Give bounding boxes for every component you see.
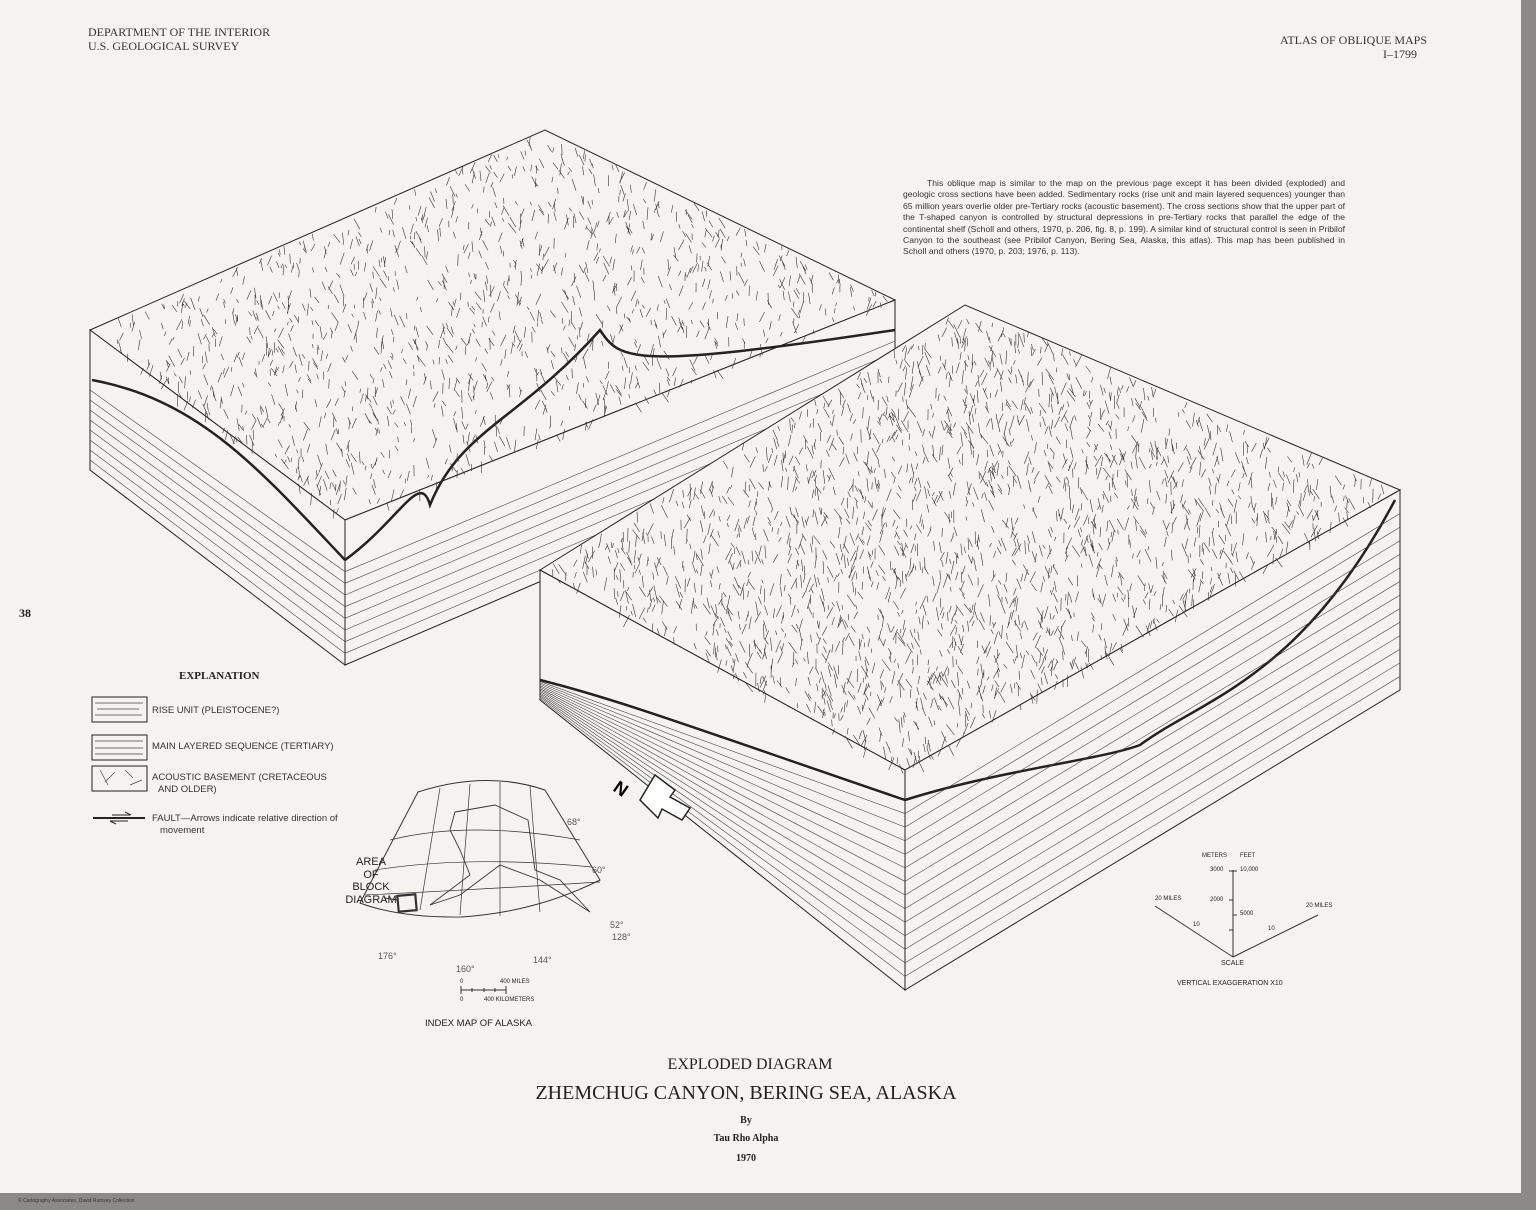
scale-meters-label: METERS — [1202, 853, 1228, 859]
index-map-frame — [359, 780, 601, 918]
byline: By — [740, 1115, 752, 1126]
scale-right-ten: 10 — [1268, 926, 1275, 932]
map-subtitle: EXPLODED DIAGRAM — [667, 1056, 833, 1073]
left-block-diagram — [89, 129, 897, 667]
right-miles-axis — [1232, 914, 1319, 958]
index-scale-km: 400 KILOMETERS — [484, 997, 535, 1003]
terrain-hachures — [117, 136, 888, 519]
legend-main-layered-sequence: MAIN LAYERED SEQUENCE (TERTIARY) — [152, 741, 334, 752]
legend-acoustic-basement: ACOUSTIC BASEMENT (CRETACEOUS — [152, 772, 327, 783]
fault-arrows-icon — [109, 811, 132, 825]
acoustic-basement-swatch — [91, 765, 148, 792]
strata-lines — [904, 513, 1401, 977]
strata-lines — [539, 681, 906, 977]
index-scale-zero-km: 0 — [460, 997, 464, 1003]
area-of-block-diagram-box — [396, 893, 418, 913]
series-number: I–1799 — [1383, 47, 1417, 61]
vertical-exaggeration: VERTICAL EXAGGERATION X10 — [1177, 980, 1283, 987]
series-title: ATLAS OF OBLIQUE MAPS — [1280, 33, 1428, 47]
index-map-graticule — [364, 782, 601, 916]
explanation-swatches — [91, 696, 148, 825]
legend-acoustic-basement-line2: AND OLDER) — [158, 784, 217, 795]
index-scale-zero-miles: 0 — [460, 979, 464, 985]
scale-left-miles: 20 MILES — [1155, 896, 1182, 902]
longitude-160: 160° — [456, 964, 475, 974]
scale-right-miles: 20 MILES — [1306, 903, 1333, 909]
latitude-68: 68° — [567, 817, 581, 827]
scale-label: SCALE — [1221, 960, 1244, 967]
north-arrow-label: N — [610, 777, 632, 801]
index-scale-miles: 400 MILES — [500, 979, 530, 985]
right-block-diagram — [539, 304, 1402, 992]
footer-credit: © Cartography Associates, David Rumsey C… — [18, 1198, 135, 1204]
strata-lines — [89, 389, 346, 654]
legend-fault: FAULT—Arrows indicate relative direction… — [152, 813, 338, 824]
rise-unit-swatch — [91, 696, 148, 723]
latitude-52: 52° — [610, 920, 624, 930]
agency-line-2: U.S. GEOLOGICAL SURVEY — [88, 39, 240, 53]
right-block-seafloor-profile — [539, 499, 1397, 802]
scale-5000: 5000 — [1240, 911, 1254, 917]
map-sheet: DEPARTMENT OF THE INTERIOR U.S. GEOLOGIC… — [0, 0, 1521, 1193]
alaska-outline — [429, 804, 591, 913]
area-leader-line — [383, 897, 399, 901]
latitude-60: 60° — [592, 865, 606, 875]
right-block-side-section — [904, 489, 1401, 991]
legend-fault-line2: movement — [160, 825, 205, 836]
terrain-hachures — [552, 317, 1385, 774]
longitude-144: 144° — [533, 955, 552, 965]
left-miles-axis — [1154, 905, 1234, 958]
longitude-128: 128° — [612, 932, 631, 942]
scale-3000: 3000 — [1210, 867, 1224, 873]
longitude-176: 176° — [378, 951, 397, 961]
year: 1970 — [736, 1153, 756, 1164]
map-title: ZHEMCHUG CANYON, BERING SEA, ALASKA — [535, 1082, 957, 1104]
agency-line-1: DEPARTMENT OF THE INTERIOR — [88, 25, 271, 39]
page-number: 38 — [19, 606, 31, 620]
legend-rise-unit: RISE UNIT (PLEISTOCENE?) — [152, 705, 280, 716]
swatch-patterns — [95, 702, 143, 786]
index-scale-bar — [460, 986, 507, 994]
main-layered-sequence-swatch — [91, 734, 148, 761]
scale-feet-label: FEET — [1240, 853, 1256, 859]
scale-diagram — [1154, 870, 1319, 958]
author: Tau Rho Alpha — [713, 1133, 779, 1144]
scale-10000: 10,000 — [1240, 867, 1259, 873]
index-map — [359, 780, 601, 994]
scale-left-ten: 10 — [1193, 922, 1200, 928]
scale-2000: 2000 — [1210, 897, 1224, 903]
block-diagrams: N — [89, 129, 1402, 994]
description-text: This oblique map is similar to the map o… — [903, 178, 1345, 257]
explanation-title: EXPLANATION — [179, 670, 260, 682]
index-map-title: INDEX MAP OF ALASKA — [425, 1018, 533, 1029]
left-block-seafloor-profile — [91, 327, 896, 562]
north-arrow-shape — [639, 773, 692, 821]
